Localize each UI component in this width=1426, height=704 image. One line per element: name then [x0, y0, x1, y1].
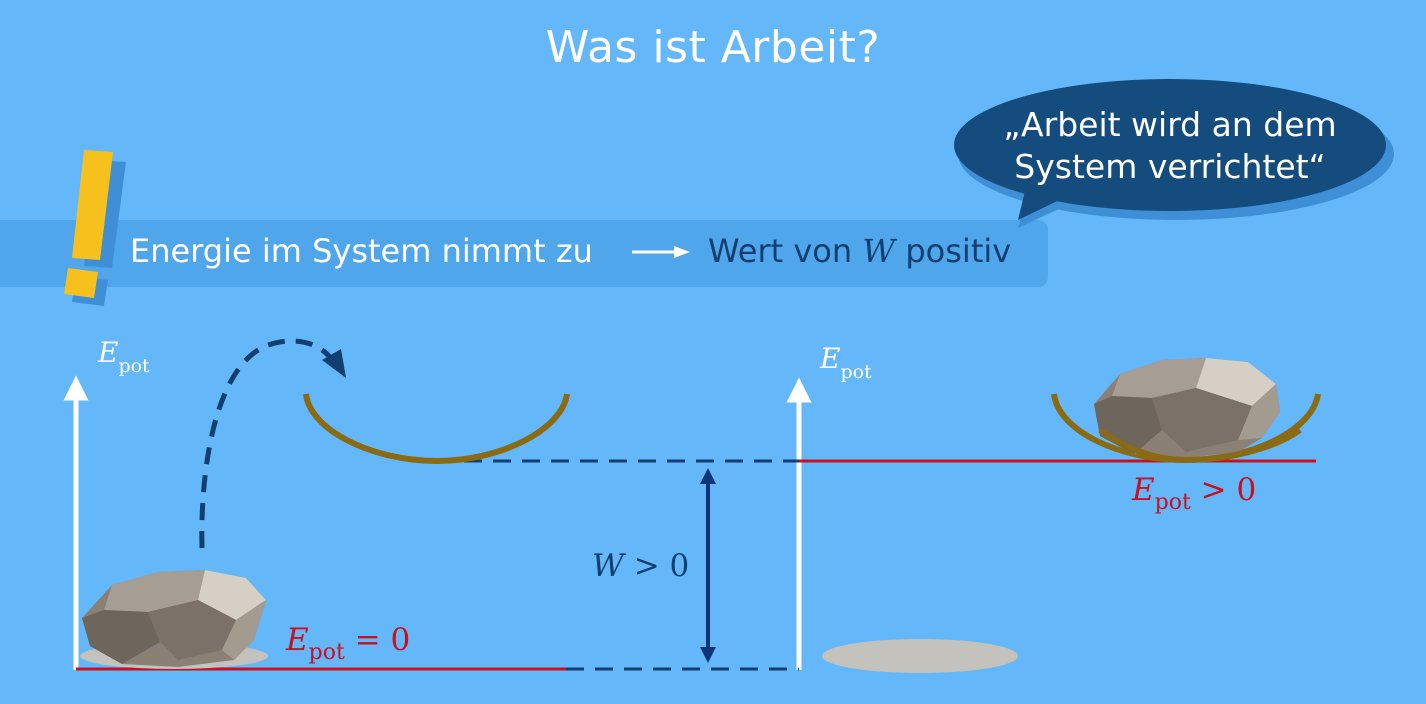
- jump-arrow: [199, 338, 337, 549]
- speech-bubble-line2: System verrichtet“: [1014, 147, 1326, 186]
- banner-w-variable: W: [862, 232, 896, 270]
- filled-bowl-front: [1098, 427, 1302, 464]
- rock-ground-icon: [80, 570, 268, 669]
- exclamation-icon: [64, 150, 126, 306]
- rock-shadow: [822, 639, 1018, 673]
- raised-level-label: Epot > 0: [1131, 472, 1256, 515]
- ground-level-label: Epot = 0: [285, 622, 410, 665]
- banner-right-text: Wert von W positiv: [708, 232, 1011, 270]
- speech-bubble-line1: „Arbeit wird an dem: [1003, 105, 1337, 144]
- speech-bubble: [954, 79, 1394, 228]
- work-label: W > 0: [592, 548, 689, 584]
- banner-right-suffix: positiv: [905, 232, 1012, 270]
- banner-right-prefix: Wert von: [708, 232, 853, 270]
- jump-arrowhead-icon: [322, 349, 346, 378]
- speech-bubble-text: „Arbeit wird an dem System verrichtet“: [970, 104, 1370, 188]
- banner-left-text: Energie im System nimmt zu: [130, 232, 593, 270]
- left-axis-label: Epot: [97, 336, 150, 377]
- page-title: Was ist Arbeit?: [545, 22, 881, 73]
- right-axis-label: Epot: [819, 342, 872, 383]
- banner-arrow-icon: [632, 246, 690, 258]
- info-banner: [0, 220, 1048, 287]
- empty-bowl: [303, 393, 570, 465]
